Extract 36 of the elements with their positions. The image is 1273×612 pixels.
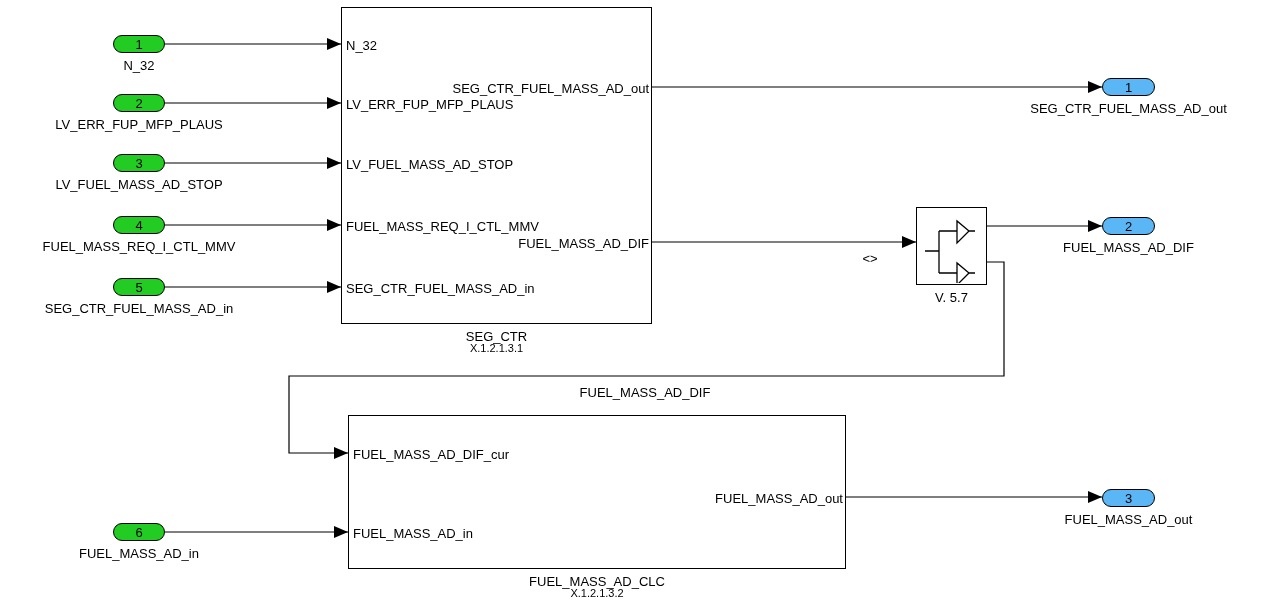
port-label: FUEL_MASS_AD_DIF — [413, 234, 653, 252]
block-name: SEG_CTR — [465, 330, 528, 343]
block-name: SEG_CTR_FUEL_MASS_AD_out — [1030, 102, 1227, 115]
block-name: FUEL_MASS_AD_in — [79, 547, 199, 560]
block-name: N_32 — [123, 59, 155, 72]
signal-line — [164, 38, 342, 50]
block-name: LV_FUEL_MASS_AD_STOP — [55, 178, 223, 191]
signal-line — [288, 261, 1005, 459]
block-name: FUEL_MASS_AD_DIF — [1063, 241, 1194, 254]
signal-line — [164, 97, 342, 109]
port-label: LV_FUEL_MASS_AD_STOP — [342, 155, 582, 173]
signal-line — [845, 491, 1103, 503]
port-label: FUEL_MASS_AD_out — [607, 489, 847, 507]
port-label: LV_ERR_FUP_MFP_PLAUS — [342, 95, 582, 113]
block-name: V. 5.7 — [935, 291, 968, 304]
signal-line — [651, 81, 1103, 93]
signal-line — [164, 219, 342, 231]
signal-line — [986, 220, 1103, 232]
signal-line — [164, 281, 342, 293]
port-label: FUEL_MASS_AD_in — [349, 524, 589, 542]
block-name: SEG_CTR_FUEL_MASS_AD_in — [44, 302, 234, 315]
block-name: FUEL_MASS_AD_out — [1064, 513, 1193, 526]
port-label: N_32 — [342, 36, 582, 54]
block-id: X.1.2.1.3.2 — [570, 588, 624, 599]
block-id: X.1.2.1.3.1 — [469, 343, 524, 354]
port-label: FUEL_MASS_REQ_I_CTL_MMV — [342, 217, 582, 235]
port-label: SEG_CTR_FUEL_MASS_AD_in — [342, 279, 582, 297]
block-name: FUEL_MASS_REQ_I_CTL_MMV — [42, 240, 236, 253]
signal-line — [164, 157, 342, 169]
block-name: LV_ERR_FUP_MFP_PLAUS — [55, 118, 223, 131]
block-name: FUEL_MASS_AD_CLC — [529, 575, 665, 588]
port-label: FUEL_MASS_AD_DIF_cur — [349, 445, 589, 463]
port-label: SEG_CTR_FUEL_MASS_AD_out — [413, 79, 653, 97]
signal-label: FUEL_MASS_AD_DIF — [577, 385, 713, 399]
signal-line — [164, 526, 349, 538]
signal-line — [651, 236, 917, 248]
